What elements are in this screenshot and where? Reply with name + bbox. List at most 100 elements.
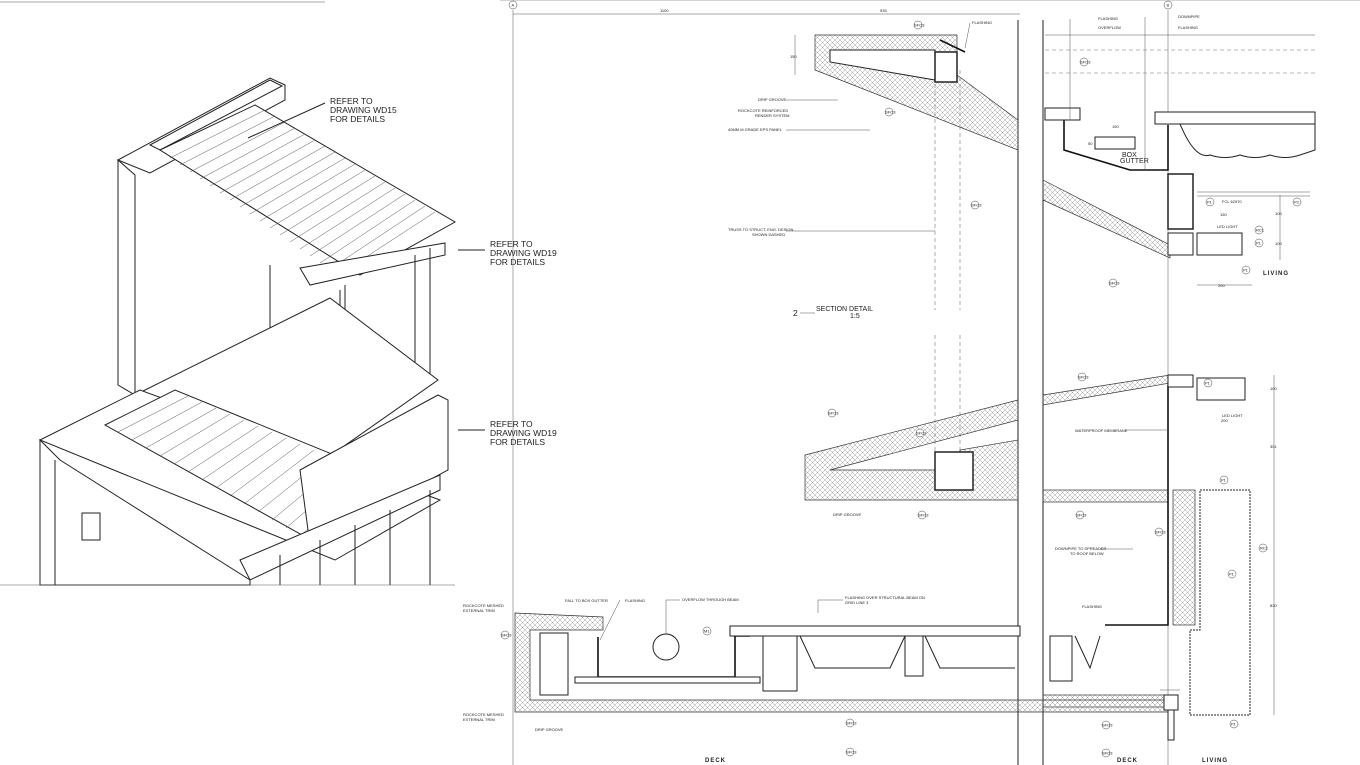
drawing-line	[1077, 372, 1087, 382]
drawing-line	[1172, 489, 1196, 626]
drawing-line	[1196, 232, 1243, 256]
drawing-line	[279, 175, 376, 236]
upper-labels: FLASHING DRIP GROOVE ROCKCOTE REINFORCED…	[728, 14, 1289, 288]
section-tags-p1-label: P1	[1221, 478, 1227, 483]
section-lower-labels-overflow-label: OVERFLOW THROUGH BEAM	[682, 597, 739, 602]
section-tags-p2-label: P2	[1294, 200, 1300, 205]
drawing-line	[827, 408, 837, 418]
isometric-callouts-0-lines-1-label: DRAWING WD15	[330, 105, 397, 115]
section-lower-labels-deck-b-label: DECK	[1117, 758, 1138, 764]
section-tags-sfo-label: SFO3	[914, 23, 925, 28]
section-tags-sfo-label: SFO3	[1102, 723, 1113, 728]
section-dims-mid-b-label: 301	[1270, 444, 1277, 449]
drawing-line	[913, 20, 923, 30]
section-lower-labels-trim-bot-2-label: EXTERNAL TRIM	[463, 717, 495, 722]
section-grid-bubbles-1-label: B	[1167, 3, 1170, 8]
section-lower-labels-flashing-label: FLASHING	[625, 598, 645, 603]
drawing-line	[904, 635, 924, 677]
drawing-line	[1254, 238, 1264, 248]
upper-roof-sheeting	[158, 104, 457, 276]
callout-wd19-upper: REFER TO DRAWING WD19 FOR DETAILS	[458, 239, 557, 267]
section-upper-labels-downpipe-label: DOWNPIPE	[1178, 14, 1200, 19]
section-title-label: SECTION DETAIL	[816, 306, 873, 313]
drawing-line	[729, 625, 1021, 637]
drawing-line	[159, 413, 231, 457]
drawing-line	[1203, 378, 1213, 388]
section-tags-sfo-label: SFO3	[1076, 513, 1087, 518]
drawing-line	[1229, 719, 1239, 729]
upper-tags: SFO3 SFO3 SFO3 SFO3 SFO3 RC1 P2 P1 P1 P1	[884, 20, 1302, 288]
drawing-line	[189, 121, 286, 173]
drawing-line	[917, 510, 927, 520]
drawing-line	[1042, 489, 1169, 503]
drawing-line	[1105, 385, 1169, 626]
section-middle-labels-downpipe-1-label: DOWNPIPE TO SPREADER	[1055, 546, 1107, 551]
section-middle-labels-downpipe-2-label: TO ROOF BELOW	[1070, 551, 1104, 556]
section-tags-sfo-label: SFO3	[918, 513, 929, 518]
drawing-line	[1227, 569, 1237, 579]
section-dims-led-offset-label: 150	[1220, 212, 1227, 217]
section-dims-eave-height-label: 150	[790, 54, 797, 59]
drawing-line	[117, 158, 136, 396]
section-lower-labels-trim-top-2-label: EXTERNAL TRIM	[463, 608, 495, 613]
drawing-line	[169, 109, 266, 159]
wall-light-fixture	[81, 512, 101, 541]
drawing-line	[1254, 225, 1264, 235]
section-tags-m1-label: M1	[704, 629, 710, 634]
drawing-line	[1292, 197, 1302, 207]
section-middle-labels-drip-groove-label: DRIP GROOVE	[833, 512, 861, 517]
section-upper-labels-drip-groove-label: DRIP GROOVE	[758, 97, 786, 102]
drawing-line	[117, 395, 189, 433]
drawing-line	[179, 115, 276, 166]
drawing-line	[243, 449, 315, 505]
section-tags-p1-label: P1	[1243, 268, 1249, 273]
drawing-line	[229, 443, 301, 497]
drawing-line	[1101, 720, 1111, 730]
drawing-line	[239, 151, 336, 208]
drawing-line	[1042, 374, 1171, 406]
drawing-line	[229, 145, 326, 201]
drawing-line	[1167, 709, 1175, 741]
section-tags-p1-label: P1	[1256, 241, 1262, 246]
section-upper-labels-led-light-label: LED LIGHT	[1217, 224, 1238, 229]
section-upper-labels-render-1-label: ROCKCOTE REINFORCED	[738, 108, 788, 113]
section-middle-labels-led-light-label: LED LIGHT	[1222, 413, 1243, 418]
drawing-line	[1163, 694, 1179, 711]
section-upper-labels-fcl-label: FCL 62970	[1222, 199, 1242, 204]
drawing-line	[259, 163, 356, 222]
section-lower-labels-drip-groove-label: DRIP GROOVE	[535, 727, 563, 732]
section-tags-sfo-label: SFO3	[501, 633, 512, 638]
drawing-line	[169, 109, 436, 275]
drawing-line	[39, 438, 251, 586]
steel-section	[934, 51, 958, 83]
box-gutter	[1063, 120, 1169, 171]
drawing-line	[1094, 136, 1136, 150]
section-dims-overall-label: 1100	[660, 8, 669, 13]
section-upper-labels-truss-1-label: TRUSS TO STRUCT. ENG. DESIGN	[728, 227, 794, 232]
section-upper-labels-truss-2-label: SHOWN DASHED	[752, 232, 785, 237]
section-upper-labels-render-2-label: RENDER SYSTEM	[755, 113, 789, 118]
section-tags-sfo-label: SFO3	[885, 110, 896, 115]
drawing-line	[1044, 107, 1081, 121]
drawing-line	[539, 632, 569, 696]
drawing-line	[1101, 748, 1111, 758]
drawing-line	[964, 22, 971, 49]
drawing-line	[299, 187, 396, 250]
section-title-number-label: 2	[793, 308, 798, 318]
section-upper-labels-box-gutter-1-label: BOX	[1122, 152, 1137, 159]
drawing-line	[148, 79, 284, 151]
section-tags-p1-label: P1	[1229, 572, 1235, 577]
isometric-callouts-1-lines-0-label: REFER TO	[490, 239, 533, 249]
drawing-line	[1154, 527, 1164, 537]
section-upper-labels-living-label: LIVING	[1263, 271, 1289, 277]
drawing-line	[1049, 635, 1073, 682]
drawing-line	[845, 718, 855, 728]
isometric-callouts-2-lines-0-label: REFER TO	[490, 419, 533, 429]
drawing-line	[1163, 0, 1173, 10]
drawing-line	[219, 139, 316, 194]
section-lower-labels-trim-top-1-label: ROCKCOTE MESHED	[463, 603, 504, 608]
drawing-line	[924, 635, 1015, 669]
drawing-line	[209, 133, 306, 187]
drawing-line	[1108, 278, 1118, 288]
